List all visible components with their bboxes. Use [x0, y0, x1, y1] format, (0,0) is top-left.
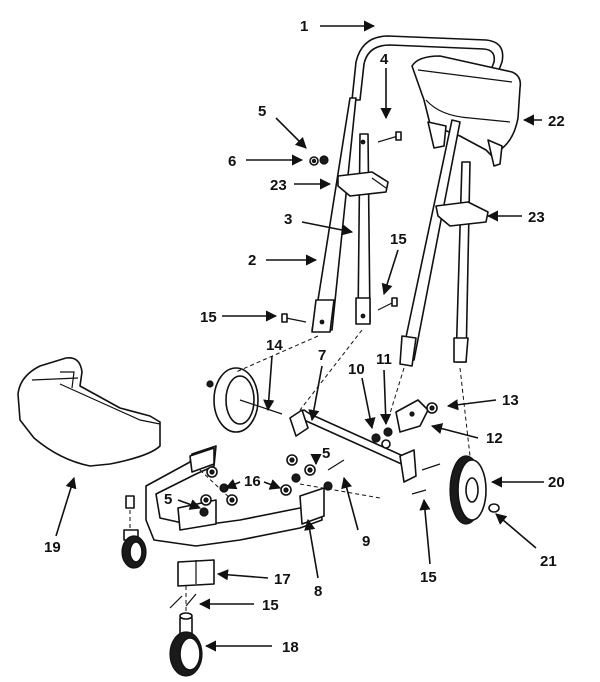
callout-4: 4 [380, 51, 389, 68]
bracket-right-part [435, 201, 489, 227]
callout-15: 15 [262, 597, 279, 614]
callout-5: 5 [164, 491, 172, 508]
middle-leg-part [355, 133, 371, 325]
callout-5: 5 [258, 103, 266, 120]
callout-22: 22 [548, 113, 565, 130]
callout-11: 11 [376, 351, 392, 368]
callout-labels: 1 4 5 6 23 3 2 15 15 14 7 10 11 13 12 22… [44, 18, 565, 656]
assembly-lines [129, 329, 471, 612]
callout-16: 16 [244, 473, 261, 490]
callout-3: 3 [284, 211, 292, 228]
right-leg-part [399, 119, 471, 367]
caster-small-part [121, 495, 147, 569]
hopper-part [411, 55, 522, 167]
left-leg-part [311, 97, 357, 333]
bracket-left-part [337, 171, 389, 197]
callout-20: 20 [548, 474, 565, 491]
hubcap-part [488, 503, 500, 513]
bolt-parts [169, 131, 441, 609]
callout-6: 6 [228, 153, 236, 170]
callout-15: 15 [420, 569, 437, 586]
plate-part [395, 399, 438, 433]
callout-18: 18 [282, 639, 299, 656]
caster-large-part [169, 612, 203, 677]
callout-7: 7 [318, 347, 326, 364]
leader-arrows [55, 20, 544, 652]
hardware-parts [199, 155, 393, 517]
tray-part [17, 356, 161, 467]
callout-21: 21 [540, 553, 557, 570]
callout-19: 19 [44, 539, 61, 556]
callout-5: 5 [322, 445, 330, 462]
callout-23: 23 [528, 209, 545, 226]
wheel-right-part [449, 455, 487, 525]
wheel-left-part [206, 367, 283, 433]
callout-17: 17 [274, 571, 291, 588]
callout-2: 2 [248, 252, 256, 269]
callout-1: 1 [300, 18, 308, 35]
callout-8: 8 [314, 583, 322, 600]
callout-13: 13 [502, 392, 519, 409]
base-frame-part [145, 445, 325, 547]
callout-23: 23 [270, 177, 287, 194]
callout-14: 14 [266, 337, 283, 354]
callout-12: 12 [486, 430, 503, 447]
callout-15: 15 [200, 309, 217, 326]
axle-part [289, 409, 417, 483]
callout-15: 15 [390, 231, 407, 248]
callout-9: 9 [362, 533, 370, 550]
callout-10: 10 [348, 361, 365, 378]
hinge-part [177, 559, 215, 587]
